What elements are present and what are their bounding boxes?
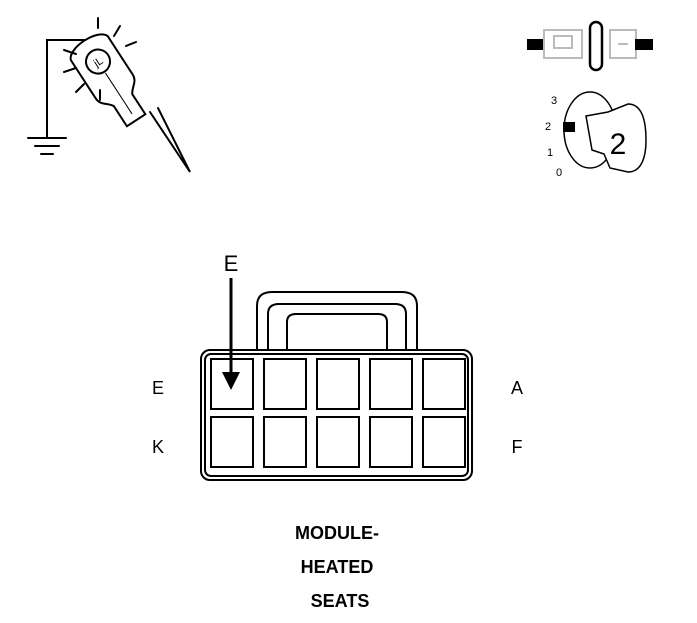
- ground-wire: [46, 39, 89, 139]
- pin-cavity-d: [263, 358, 307, 410]
- connector-latch: [256, 291, 418, 352]
- pin-pointer-arrow: [222, 278, 240, 390]
- probe-body: jL: [69, 33, 147, 128]
- right-top-label: A: [511, 378, 523, 398]
- pin-cavity-f: [422, 416, 466, 468]
- ignition-key-number: 2: [610, 128, 627, 161]
- disconnected-connector-icon: [527, 20, 653, 72]
- right-bottom-label: F: [512, 437, 523, 457]
- pin-cavity-g: [369, 416, 413, 468]
- caption-line-2: HEATED: [301, 557, 374, 577]
- pointer-pin-label: E: [224, 251, 239, 276]
- left-top-label: E: [152, 378, 164, 398]
- light-rays-icon: [63, 17, 137, 101]
- pin-cavity-j: [263, 416, 307, 468]
- pin-cavity-b: [369, 358, 413, 410]
- ignition-key-icon: 3 2 1 0 2: [545, 91, 647, 179]
- pin-cavity-h: [316, 416, 360, 468]
- test-light-icon: jL: [27, 17, 191, 173]
- pin-cavity-a: [422, 358, 466, 410]
- ground-symbol-icon: [27, 137, 67, 155]
- ignition-position-2: 2: [545, 121, 551, 133]
- ignition-position-1: 1: [547, 147, 553, 159]
- caption-line-3: SEATS: [311, 591, 370, 611]
- left-bottom-label: K: [152, 437, 164, 457]
- pin-cavity-k: [210, 416, 254, 468]
- probe-needle: [149, 107, 191, 173]
- pin-cavity-c: [316, 358, 360, 410]
- ignition-position-0: 0: [556, 167, 562, 179]
- caption-line-1: MODULE-: [295, 523, 379, 543]
- ignition-position-3: 3: [551, 95, 557, 107]
